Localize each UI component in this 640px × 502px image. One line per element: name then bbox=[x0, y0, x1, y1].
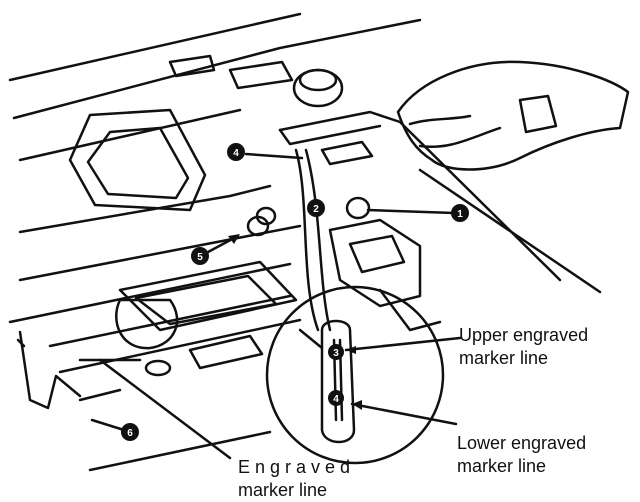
right-block bbox=[278, 110, 562, 282]
body-edge-upper bbox=[18, 184, 272, 234]
marker-1-num: 1 bbox=[457, 209, 463, 220]
marker-6-num: 6 bbox=[127, 428, 133, 439]
marker-6 bbox=[121, 423, 139, 441]
marker-2-num: 2 bbox=[313, 204, 319, 215]
base-line-4 bbox=[78, 388, 122, 402]
hand-finger bbox=[418, 126, 502, 148]
marker-3 bbox=[328, 344, 344, 360]
right-slot bbox=[320, 140, 374, 166]
bed-outline-top-2 bbox=[12, 18, 422, 120]
callout-upper-line-1: Upper engraved bbox=[459, 325, 589, 345]
left-opening-inner bbox=[86, 126, 190, 200]
hand-cuff bbox=[518, 94, 558, 134]
marker-3-num: 3 bbox=[333, 348, 339, 359]
callout-upper-engraved: Upper engraved marker line bbox=[459, 324, 588, 370]
arrow-upper bbox=[346, 346, 356, 354]
bed-outline-3 bbox=[18, 108, 242, 162]
marker-5 bbox=[191, 247, 209, 265]
callout-engraved-line-2: marker line bbox=[238, 480, 328, 500]
mechanism-inner bbox=[134, 274, 278, 326]
raised-plate bbox=[168, 54, 216, 78]
right-mechanism bbox=[328, 218, 422, 308]
magnifier-circle bbox=[265, 285, 445, 465]
marker-2 bbox=[307, 199, 325, 217]
right-mech-detail-2 bbox=[378, 288, 442, 332]
right-block-top bbox=[278, 124, 382, 146]
marker-1 bbox=[451, 204, 469, 222]
callout-lower-line-2: marker line bbox=[457, 456, 547, 476]
needle-bar bbox=[320, 319, 356, 444]
leader-m4 bbox=[244, 152, 304, 160]
hand-outline bbox=[396, 60, 630, 171]
small-knob bbox=[144, 359, 172, 377]
right-mech-detail bbox=[348, 234, 406, 274]
callout-upper-line-2: marker line bbox=[459, 348, 549, 368]
bobbin-housing bbox=[115, 298, 179, 350]
thumbscrew bbox=[345, 196, 371, 220]
base-line-1 bbox=[48, 294, 292, 348]
marker-5-num: 5 bbox=[197, 252, 203, 263]
mechanism-box bbox=[118, 260, 298, 332]
plate-slot bbox=[228, 60, 294, 90]
marker-group bbox=[121, 143, 469, 441]
marker-4-num: 4 bbox=[233, 148, 239, 159]
hand-finger-2 bbox=[408, 114, 472, 126]
callout-lower-line-1: Lower engraved bbox=[457, 433, 587, 453]
arrow-m5 bbox=[228, 234, 240, 244]
leader-m1 bbox=[366, 208, 456, 215]
base-line-3 bbox=[88, 430, 272, 472]
body-edge-lower bbox=[8, 262, 292, 324]
pivot-rod-2 bbox=[16, 338, 26, 348]
marker-4 bbox=[227, 143, 245, 161]
callout-lower-engraved: Lower engraved marker line bbox=[457, 432, 586, 478]
leader-lower bbox=[350, 402, 458, 426]
leader-upper bbox=[344, 336, 462, 352]
base-line-2 bbox=[58, 318, 302, 374]
leader-m6 bbox=[90, 418, 126, 432]
bed-outline-top bbox=[8, 12, 302, 82]
marker-4b-num: 4 bbox=[333, 394, 339, 405]
left-opening bbox=[68, 108, 207, 212]
tension-knob-top bbox=[298, 68, 338, 92]
arrow-lower bbox=[352, 400, 362, 410]
magnifier-lead bbox=[298, 328, 324, 350]
pivot-rod bbox=[18, 330, 82, 410]
thread-shaft bbox=[294, 148, 320, 332]
plate-cover bbox=[188, 334, 264, 370]
thread-shaft-2 bbox=[304, 148, 332, 332]
marker-4b bbox=[328, 390, 344, 406]
callout-engraved-line-1: Engraved bbox=[238, 457, 356, 477]
washer-2 bbox=[255, 206, 277, 226]
leader-engraved bbox=[98, 358, 232, 460]
callout-engraved: Engraved marker line bbox=[238, 456, 355, 502]
right-edge-line bbox=[418, 168, 602, 294]
